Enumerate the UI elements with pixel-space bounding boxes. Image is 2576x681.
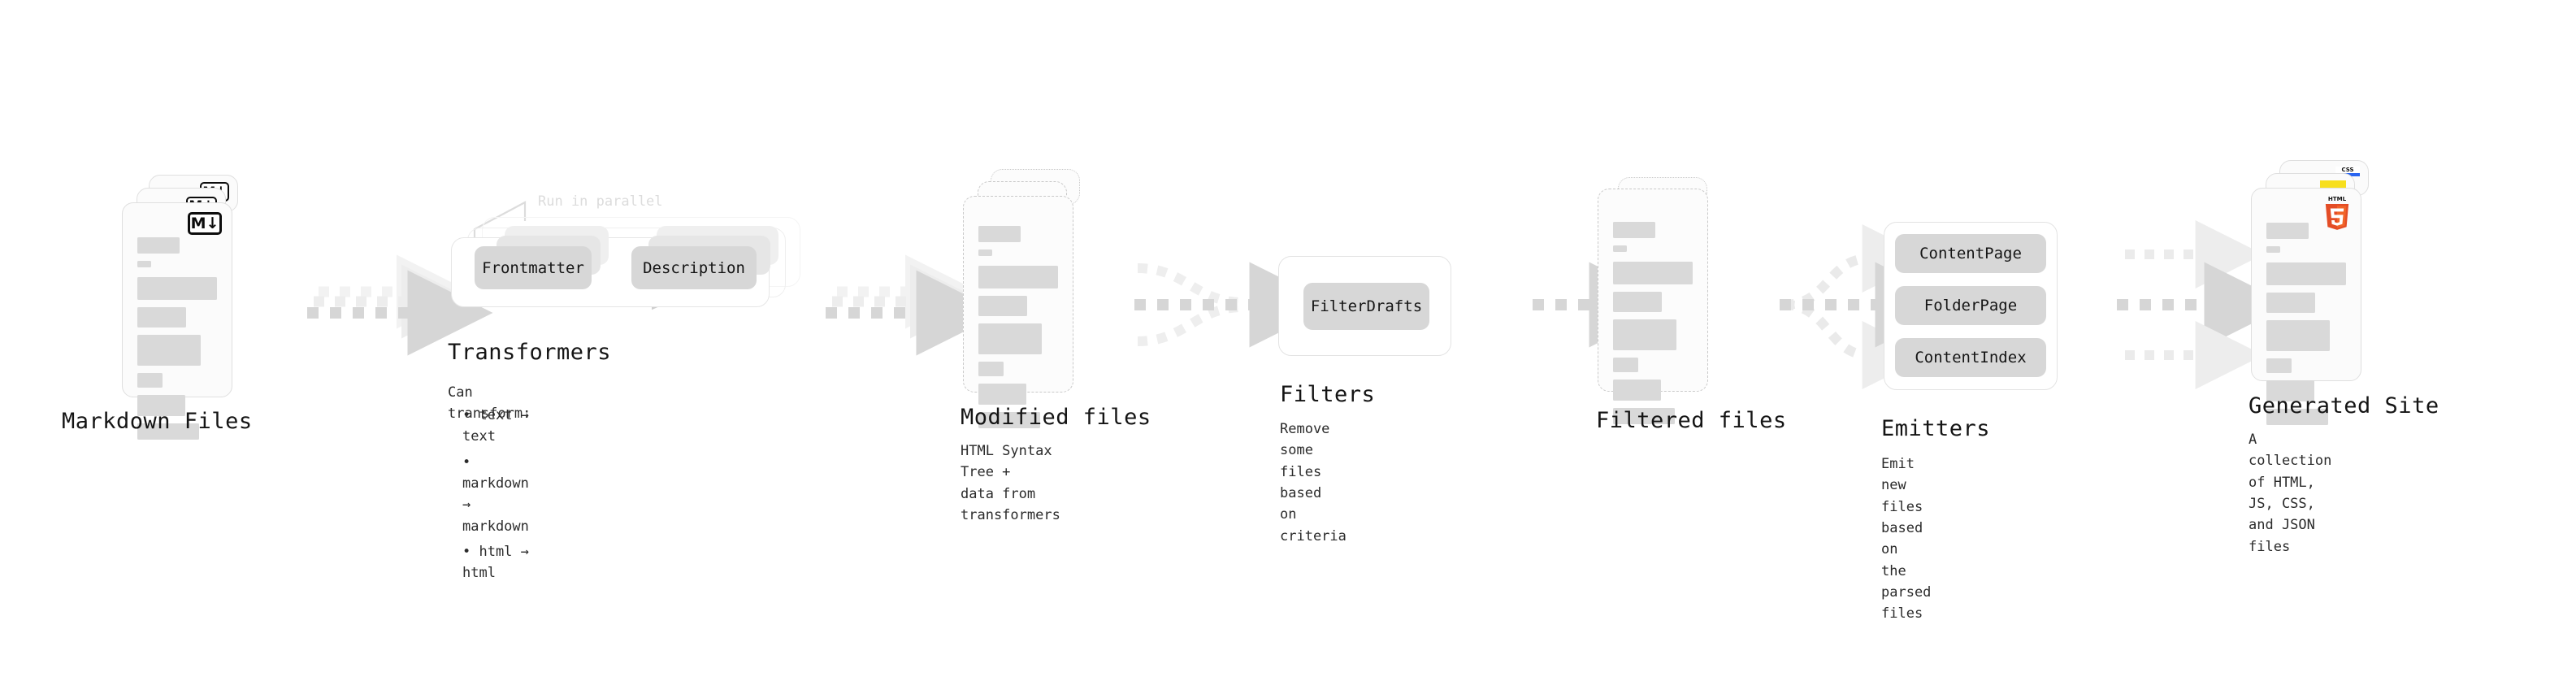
emitters-chip-contentindex-label: ContentIndex: [1915, 349, 2027, 367]
transformer-chip-frontmatter[interactable]: Frontmatter: [475, 246, 592, 289]
transformer-chip-frontmatter-label: Frontmatter: [482, 258, 584, 277]
arrow-modified-to-filters: [1134, 262, 1335, 348]
emitters-chip-contentpage-label: ContentPage: [1919, 245, 2022, 262]
arrow-filtered-to-emitters: [1780, 224, 1961, 389]
emitters-chip-folderpage-label: FolderPage: [1923, 297, 2018, 314]
arrow-emitters-to-site: [2117, 220, 2290, 389]
stage-title-markdown-files: Markdown Files: [62, 409, 253, 434]
transformers-bullet-list: • text → text • markdown → markdown • ht…: [462, 405, 529, 584]
emitters-chip-contentpage[interactable]: ContentPage: [1895, 234, 2046, 273]
markdown-badge-icon: M↓: [188, 212, 222, 235]
site-file-front-html: HTML: [2251, 188, 2361, 425]
arrow-markdown-to-transformers: [307, 254, 493, 356]
svg-text:HTML: HTML: [2328, 195, 2347, 202]
filters-desc: Remove some files based on criteria: [1280, 421, 1347, 544]
transformers-bullet-0: • text → text: [462, 407, 529, 445]
transformers-bullet-1: • markdown → markdown: [462, 453, 529, 535]
modified-files-desc: HTML Syntax Tree + data from transformer…: [961, 443, 1060, 524]
stage-title-emitters: Emitters: [1881, 416, 1991, 441]
stage-title-filters: Filters: [1280, 382, 1376, 407]
filtered-file-front: [1598, 189, 1708, 424]
markdown-file-front: M↓: [122, 202, 232, 440]
file-content-bars: [137, 237, 217, 447]
filters-chip-filterdrafts-label: FilterDrafts: [1310, 297, 1423, 315]
emitters-chip-contentindex[interactable]: ContentIndex: [1895, 338, 2046, 377]
stage-title-transformers: Transformers: [448, 340, 612, 365]
arrow-transformers-to-modified: [826, 254, 1002, 356]
transformers-desc-heading: Can transform:: [448, 384, 531, 423]
transformer-chip-description-label: Description: [643, 258, 745, 277]
filters-chip-filterdrafts[interactable]: FilterDrafts: [1303, 283, 1429, 330]
transformers-bullet-2: • html → html: [462, 544, 529, 582]
emitters-desc: Emit new files based on the parsed files: [1881, 456, 1932, 622]
emitters-chip-folderpage[interactable]: FolderPage: [1895, 286, 2046, 325]
transformer-chip-description[interactable]: Description: [631, 246, 757, 289]
stage-title-modified-files: Modified files: [961, 405, 1151, 430]
file-content-bars: [2266, 223, 2346, 432]
file-content-bars: [978, 226, 1058, 436]
run-in-parallel-label: Run in parallel: [538, 193, 663, 210]
html5-badge-icon: HTML: [2325, 195, 2349, 230]
modified-file-front: [963, 196, 1073, 428]
stage-title-filtered-files: Filtered files: [1596, 408, 1787, 433]
stage-title-generated-site: Generated Site: [2249, 393, 2439, 419]
file-content-bars: [1613, 222, 1693, 432]
generated-site-desc: A collection of HTML, JS, CSS, and JSON …: [2249, 432, 2332, 555]
